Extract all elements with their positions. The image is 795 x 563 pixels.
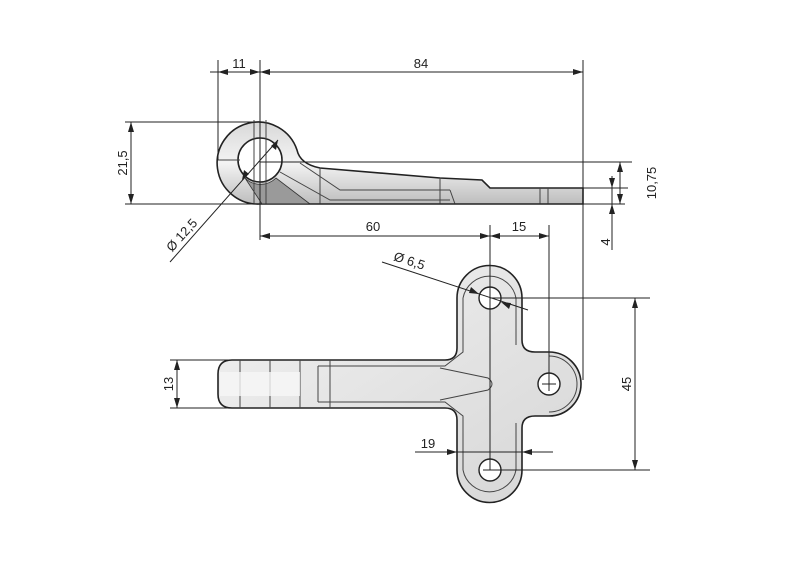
side-view-edges [218, 120, 549, 205]
dim-total-height: 21,5 [115, 150, 130, 175]
dimension-lines [125, 60, 650, 471]
dim-hole-spacing: 45 [619, 377, 634, 391]
dim-plate-width: 19 [421, 436, 435, 451]
top-view [217, 264, 582, 504]
dim-overall-length: 84 [414, 56, 428, 71]
dim-arm-width: 13 [161, 377, 176, 391]
dim-hole-distance-60: 60 [366, 219, 380, 234]
side-view-shadow [244, 177, 312, 205]
eye-highlight [220, 372, 300, 396]
dim-hole-distance-15: 15 [512, 219, 526, 234]
dim-thickness: 4 [598, 238, 613, 245]
dim-offset-height: 10,75 [644, 167, 659, 200]
dim-eye-width: 11 [232, 56, 246, 71]
dim-hole-diameter: Ø 6,5 [392, 249, 427, 273]
